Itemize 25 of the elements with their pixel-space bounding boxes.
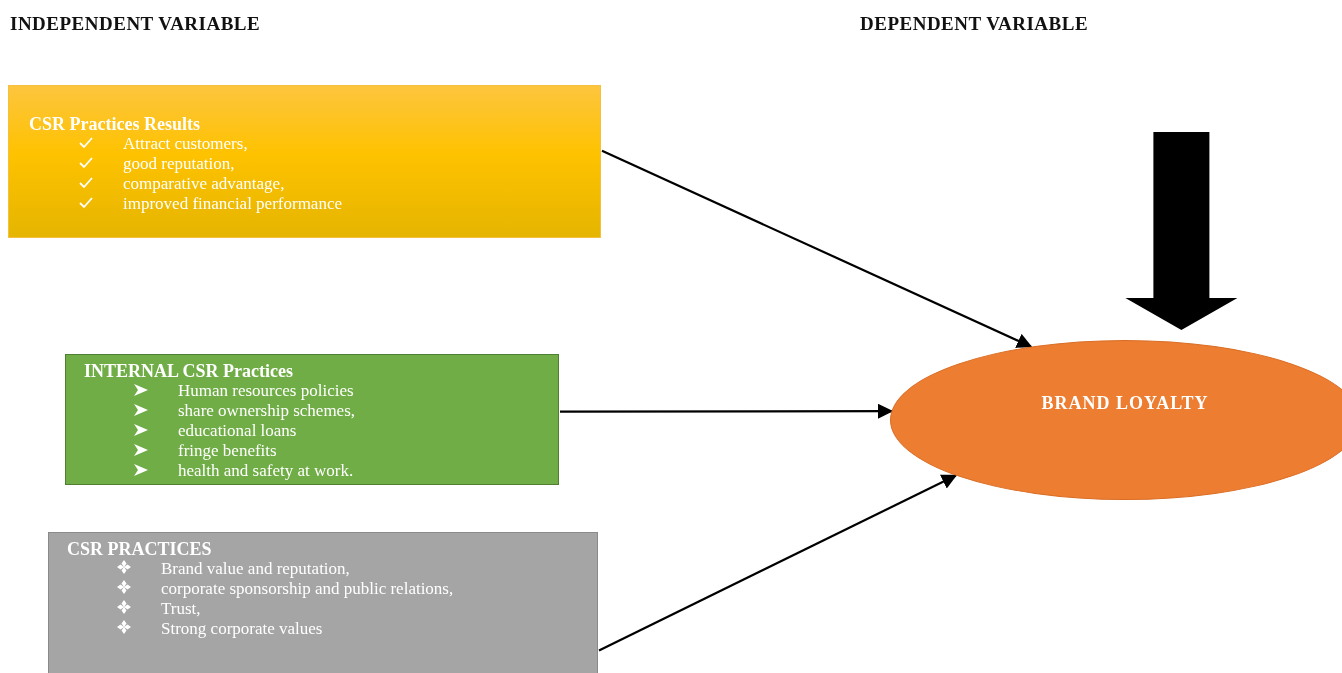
section-heading: DEPENDENT VARIABLE [860,13,1089,35]
factor-box [8,85,601,238]
list-item: share ownership schemes, [178,401,356,421]
section-heading: INDEPENDENT VARIABLE [10,13,261,35]
list-item: corporate sponsorship and public relations, [161,579,454,599]
block-arrow [1125,132,1238,330]
box-title: CSR PRACTICES [67,539,213,559]
list-item: Strong corporate values [161,619,323,639]
list-item: Brand value and reputation, [161,559,350,579]
list-item: fringe benefits [178,441,277,461]
box-title: CSR Practices Results [29,114,201,134]
list-item: comparative advantage, [123,174,285,194]
factor-box [48,532,598,673]
list-item: Human resources policies [178,381,354,401]
list-item: Attract customers, [123,134,248,154]
list-item: improved financial performance [123,194,342,214]
list-item: health and safety at work. [178,461,354,481]
list-item: good reputation, [123,154,235,174]
arrow [601,149,1033,348]
list-item: educational loans [178,421,297,441]
arrow [598,474,958,652]
list-item: Trust, [161,599,201,619]
factor-box [65,354,559,485]
ellipse-label: BRAND LOYALTY [1041,393,1209,414]
box-title: INTERNAL CSR Practices [84,361,294,381]
